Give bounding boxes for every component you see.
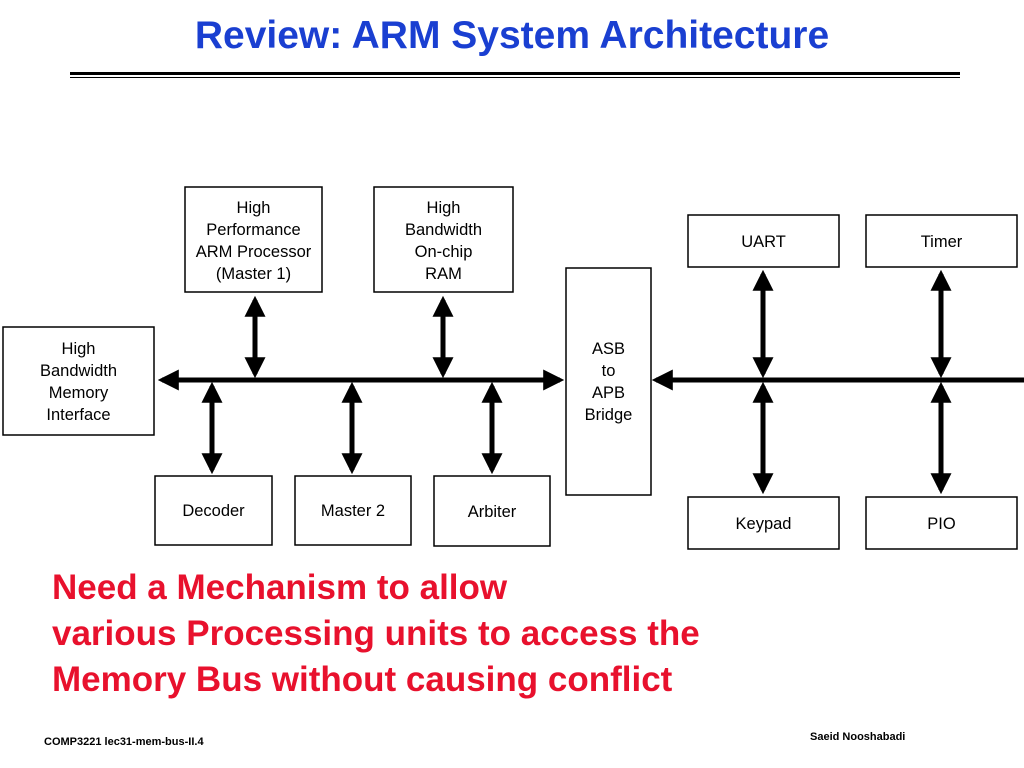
memory-interface-label-4: Interface xyxy=(46,406,110,424)
title-underline-thin xyxy=(70,77,960,78)
keypad-box: Keypad xyxy=(687,496,840,550)
arbiter-label: Arbiter xyxy=(468,503,517,521)
memory-interface-label-1: High xyxy=(62,340,96,358)
message-line-2: various Processing units to access the xyxy=(52,614,700,653)
ram-label-3: On-chip xyxy=(415,243,473,261)
memory-interface-label-2: Bandwidth xyxy=(40,362,117,380)
memory-interface-box: High Bandwidth Memory Interface xyxy=(2,326,155,436)
bridge-box: ASB to APB Bridge xyxy=(565,267,652,496)
processor-label-1: High xyxy=(237,199,271,217)
page-title: Review: ARM System Architecture xyxy=(194,14,830,57)
processor-box: High Performance ARM Processor (Master 1… xyxy=(184,186,323,293)
footer-course: COMP3221 lec31-mem-bus-II.4 xyxy=(44,736,204,748)
highlight-message: Need a Mechanism to allow various Proces… xyxy=(52,565,700,703)
bridge-label-1: ASB xyxy=(592,340,625,358)
master2-box: Master 2 xyxy=(294,475,412,546)
bridge-label-3: APB xyxy=(592,384,625,402)
uart-label: UART xyxy=(741,233,786,251)
pio-box: PIO xyxy=(865,496,1018,550)
processor-label-4: (Master 1) xyxy=(216,265,291,283)
timer-box: Timer xyxy=(865,214,1018,268)
memory-interface-label-3: Memory xyxy=(49,384,109,402)
arbiter-box: Arbiter xyxy=(433,475,551,547)
master2-label: Master 2 xyxy=(321,502,385,520)
bridge-label-4: Bridge xyxy=(585,406,633,424)
processor-label-3: ARM Processor xyxy=(196,243,312,261)
decoder-box: Decoder xyxy=(154,475,273,546)
title-underline xyxy=(70,72,960,75)
processor-label-2: Performance xyxy=(206,221,300,239)
message-line-1: Need a Mechanism to allow xyxy=(52,568,508,607)
uart-box: UART xyxy=(687,214,840,268)
pio-label: PIO xyxy=(927,515,956,533)
ram-label-4: RAM xyxy=(425,265,462,283)
decoder-label: Decoder xyxy=(182,502,245,520)
keypad-label: Keypad xyxy=(736,515,792,533)
timer-label: Timer xyxy=(921,233,963,251)
message-line-3: Memory Bus without causing conflict xyxy=(52,660,673,699)
bridge-label-2: to xyxy=(602,362,616,380)
ram-box: High Bandwidth On-chip RAM xyxy=(373,186,514,293)
ram-label-2: Bandwidth xyxy=(405,221,482,239)
footer-author: Saeid Nooshabadi xyxy=(810,731,906,743)
ram-label-1: High xyxy=(427,199,461,217)
